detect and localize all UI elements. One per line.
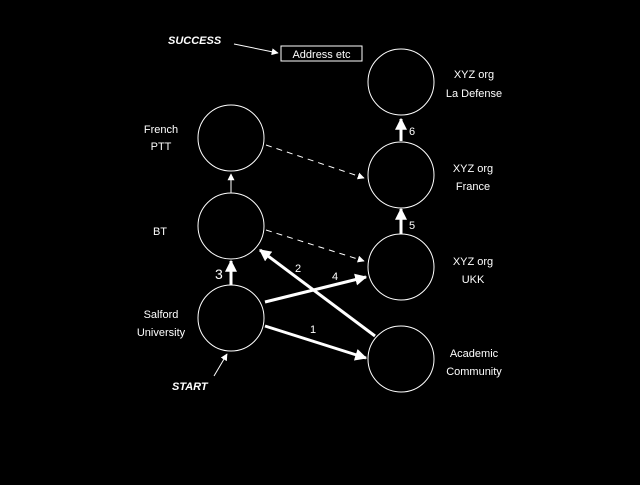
success-label: SUCCESS xyxy=(168,35,222,47)
node-label-ukk-2: UKK xyxy=(462,274,485,286)
node-label-frenchptt-2: PTT xyxy=(151,141,172,153)
node-label-ladefense-2: La Defense xyxy=(446,88,502,100)
node-xyz-france xyxy=(367,141,435,209)
edge-label-4: 4 xyxy=(332,271,338,283)
address-label: Address etc xyxy=(292,49,351,61)
node-label-salford-1: Salford xyxy=(144,309,179,321)
node-french-ptt xyxy=(197,104,265,172)
edge-2-academic-bt xyxy=(259,248,376,338)
edge-frenchptt-france-dashed xyxy=(265,144,365,180)
edge-label-1: 1 xyxy=(310,324,316,336)
edge-1-salford-academic xyxy=(264,324,368,361)
node-label-ukk-1: XYZ org xyxy=(453,256,493,268)
edge-label-5: 5 xyxy=(409,220,415,232)
edge-label-2: 2 xyxy=(295,263,301,275)
node-label-salford-2: University xyxy=(137,327,186,339)
start-label: START xyxy=(172,381,209,393)
node-xyz-ukk xyxy=(367,233,435,301)
node-salford xyxy=(197,284,265,352)
node-label-france-1: XYZ org xyxy=(453,163,493,175)
node-xyz-la-defense xyxy=(367,48,435,116)
edge-4-salford-ukk xyxy=(264,273,368,304)
node-label-academic-2: Community xyxy=(446,366,502,378)
start-pointer xyxy=(213,353,228,377)
node-academic xyxy=(367,325,435,393)
node-label-academic-1: Academic xyxy=(450,348,499,360)
address-box xyxy=(280,45,363,62)
node-label-france-2: France xyxy=(456,181,490,193)
node-label-frenchptt-1: French xyxy=(144,124,178,136)
node-label-ladefense-1: XYZ org xyxy=(454,69,494,81)
edge-label-3: 3 xyxy=(215,266,223,282)
edge-label-6: 6 xyxy=(409,126,415,138)
edge-bt-ukk-dashed xyxy=(265,229,365,263)
success-pointer xyxy=(233,43,279,56)
node-bt xyxy=(197,192,265,260)
node-label-bt: BT xyxy=(153,226,167,238)
